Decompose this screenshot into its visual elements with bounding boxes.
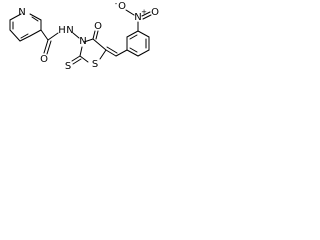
bond	[79, 55, 89, 63]
bond	[9, 13, 22, 21]
thioxo-sulfur: S	[65, 61, 71, 72]
bond	[137, 30, 150, 38]
ring-sulfur: S	[92, 59, 98, 70]
bond	[40, 29, 49, 41]
bond	[72, 32, 80, 39]
bond	[99, 49, 107, 60]
bond	[126, 49, 139, 57]
double-bond	[71, 55, 81, 62]
bond	[9, 29, 21, 42]
bond	[29, 29, 42, 37]
bond	[137, 49, 150, 57]
nitro-group	[125, 9, 152, 32]
double-bond	[106, 46, 118, 54]
bond	[43, 39, 49, 54]
atom-label: N	[18, 7, 25, 18]
amide-group	[40, 29, 59, 55]
double-bond-inner	[31, 16, 39, 22]
bond	[29, 13, 42, 21]
nitro-plus-charge: +	[141, 8, 147, 16]
ring-oxygen: O	[94, 21, 102, 32]
double-bond-inner	[129, 34, 138, 40]
nitro-minus-charge: -	[115, 0, 118, 8]
amide-nh-nitrogen: N	[66, 25, 73, 36]
bond	[92, 38, 107, 51]
double-bond	[92, 30, 96, 40]
molecule-diagram: N O H N N O S S	[0, 0, 177, 123]
double-bond-inner	[20, 33, 29, 39]
bond	[19, 35, 31, 42]
phenyl-ring	[126, 30, 150, 57]
benzylidene-linker	[105, 46, 128, 57]
nitro-nitrogen: N	[134, 12, 141, 23]
double-bond	[141, 11, 151, 17]
bond	[83, 38, 94, 43]
bond	[47, 32, 59, 41]
ring-nitrogen: N	[79, 36, 86, 47]
double-bond	[142, 14, 152, 20]
pyridine-ring	[9, 13, 42, 42]
double-bond	[72, 58, 82, 65]
double-bond	[105, 49, 117, 57]
double-bond-inner	[129, 47, 138, 53]
double-bond	[95, 30, 99, 40]
amide-oxygen: O	[40, 54, 48, 65]
nitro-oxygen-side: O	[151, 7, 159, 18]
bond	[126, 30, 139, 38]
bond	[115, 49, 128, 57]
double-bond	[46, 40, 52, 55]
bond	[125, 9, 135, 16]
structure-drawing: N O H N N O S S	[9, 0, 159, 72]
amide-nh-hydrogen: H	[58, 25, 66, 36]
pyridine-nitrogen: N	[18, 7, 25, 18]
bond	[79, 46, 83, 57]
nitro-oxygen-top: O	[118, 1, 126, 12]
thiazolidinone-ring	[71, 30, 107, 65]
